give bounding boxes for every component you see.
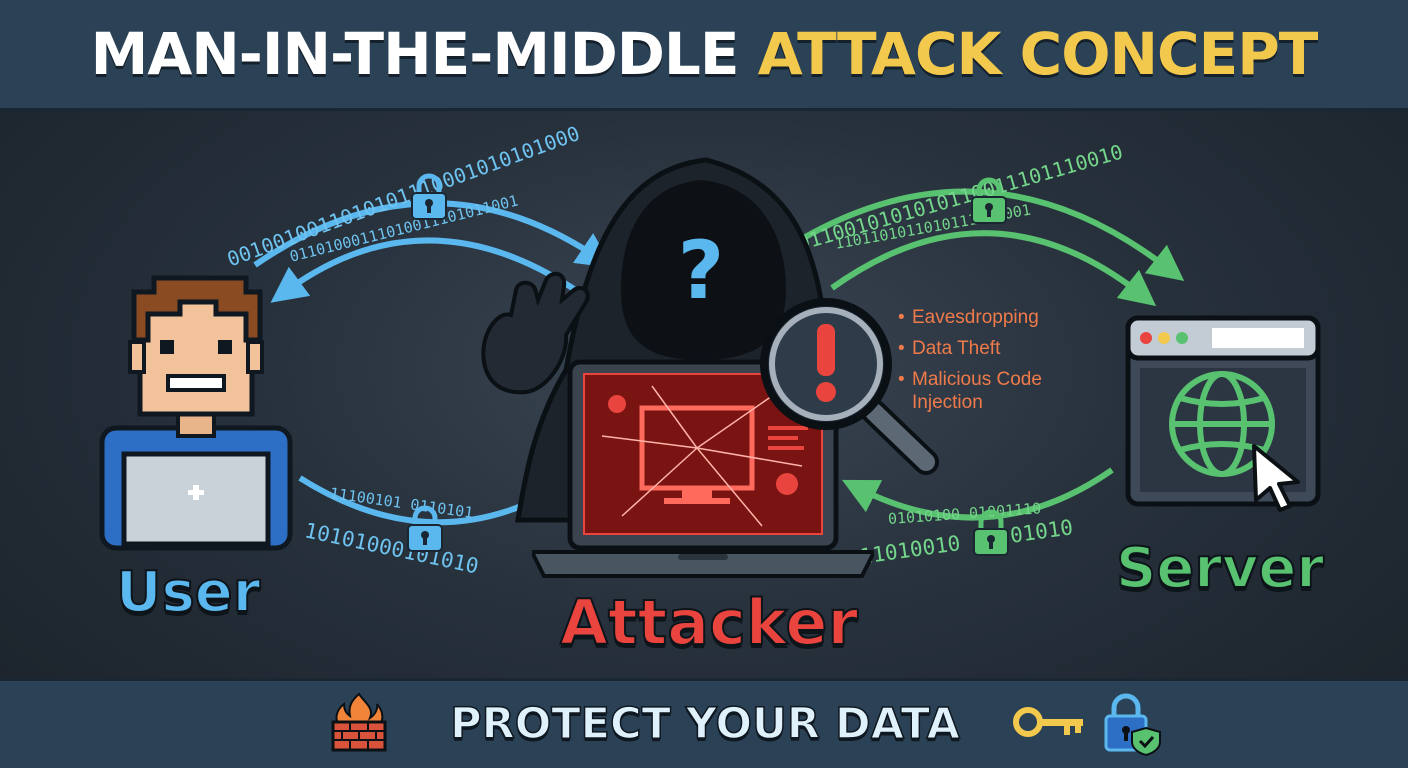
lock-shield-icon — [1104, 693, 1161, 756]
threat-item-malicious-code-injection: Malicious Code Injection — [898, 368, 1088, 414]
page-title: MAN-IN-THE-MIDDLE ATTACK CONCEPT — [0, 0, 1408, 108]
question-mark-icon: ? — [678, 224, 724, 317]
magnifier-exclamation-icon — [760, 298, 939, 475]
threat-list: Eavesdropping Data Theft Malicious Code … — [898, 306, 1088, 422]
server-label: Server — [1115, 535, 1325, 602]
cursor-icon — [1252, 444, 1300, 512]
attacker-to-user-top-arrow — [270, 237, 592, 303]
user-label: User — [115, 559, 261, 626]
padlock-icon — [971, 177, 1007, 224]
attacker-label: Attacker — [559, 585, 859, 660]
firewall-icon — [331, 692, 387, 752]
threat-item-eavesdropping: Eavesdropping — [898, 306, 1088, 329]
server-to-attacker-bottom-arrow — [841, 467, 1114, 521]
padlock-icon — [411, 173, 447, 220]
svg-text:?: ? — [678, 224, 724, 317]
padlock-icon — [407, 505, 443, 552]
attacker-to-server-top-arrow — [798, 188, 1185, 282]
title-part-2: ATTACK CONCEPT — [757, 20, 1319, 88]
browser-window-globe-icon — [1125, 315, 1321, 512]
header-bar — [0, 0, 1408, 111]
pixel-person-with-laptop-icon — [99, 275, 293, 551]
footer-bar — [0, 678, 1408, 768]
key-icon — [1013, 707, 1083, 737]
globe-icon — [1169, 371, 1275, 477]
threat-item-data-theft: Data Theft — [898, 337, 1088, 360]
padlock-icon — [973, 509, 1009, 556]
title-part-1: MAN-IN-THE-MIDDLE — [90, 20, 740, 88]
footer-slogan: PROTECT YOUR DATA — [449, 698, 960, 750]
server-to-attacker-top-arrow — [830, 230, 1157, 307]
